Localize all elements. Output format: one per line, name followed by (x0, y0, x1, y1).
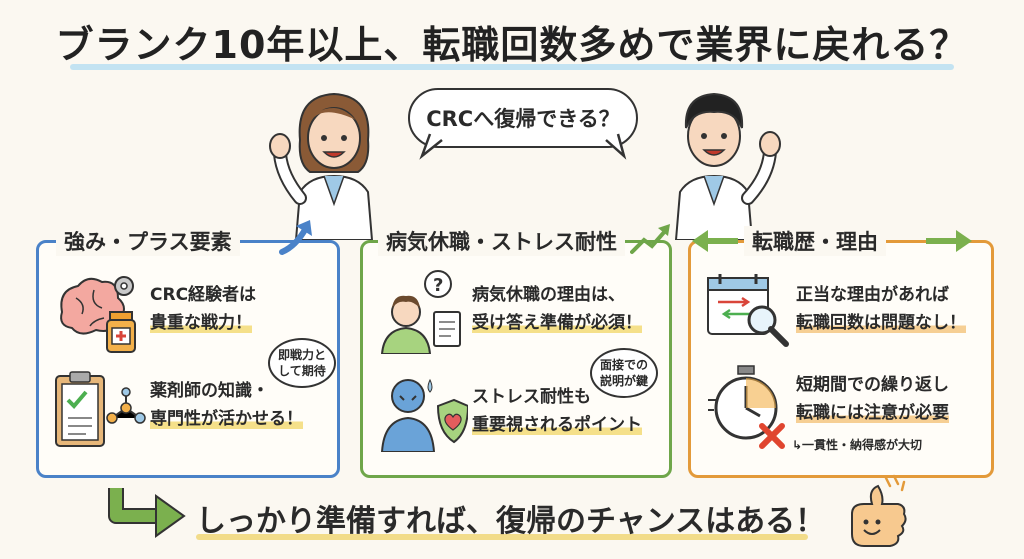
man-pharmacist-icon (674, 92, 781, 240)
calendar-icon (707, 274, 789, 347)
left-arrow-icon (692, 230, 738, 252)
woman-pharmacist-icon (269, 92, 374, 240)
illness-item2-line1: ストレス耐性も (472, 387, 591, 407)
strength-item1-line2: 貴重な戦力！ (150, 310, 252, 337)
career-note: ↳一貫性・納得感が大切 (792, 438, 923, 452)
conclusion-underline (196, 534, 808, 540)
mini-bubble-line1: 即戦力と (277, 348, 326, 362)
strength-item1-line1: CRC経験者は (150, 285, 257, 305)
strength-mini-bubble: 即戦力として期待 (268, 338, 336, 388)
career-item1-line1: 正当な理由があれば (796, 285, 949, 305)
medicine-bottle-icon (106, 311, 136, 353)
strength-item2-line1: 薬剤師の知識・ (150, 381, 269, 401)
illness-item2-line2: 重要視されるポイント (472, 412, 642, 439)
career-title: 転職歴・理由 (744, 226, 886, 256)
worried-person-icon: ? (380, 270, 461, 354)
strengths-title: 強み・プラス要素 (56, 226, 240, 256)
stopwatch-icon (708, 365, 785, 449)
illness-item1-line1: 病気休職の理由は、 (472, 285, 625, 305)
career-item1-line2-text: 転職回数は問題なし！ (796, 313, 966, 333)
career-item2-line2: 転職には注意が必要 (796, 400, 949, 427)
cross-mark-icon (759, 423, 785, 449)
illness-title: 病気休職・ストレス耐性 (378, 226, 625, 256)
mini-bubble-line1: 面接での (599, 358, 648, 372)
page-title: ブランク10年以上、転職回数多めで業界に戻れる？ (55, 23, 969, 67)
notepad-icon (433, 311, 461, 347)
illness-item1-line2-text: 受け答え準備が必須！ (472, 313, 642, 333)
bent-arrow-icon (108, 488, 186, 538)
career-item2-line2-text: 転職には注意が必要 (796, 403, 949, 423)
svg-text:?: ? (433, 275, 443, 296)
career-item2-line1: 短期間での繰り返し (796, 375, 949, 395)
clipboard-check-icon (55, 371, 146, 447)
up-arrow-icon (279, 220, 312, 255)
magnifier-icon (747, 305, 789, 347)
illness-item1-line2: 受け答え準備が必須！ (472, 310, 642, 337)
mini-bubble-line2: 説明が鍵 (599, 374, 648, 388)
speech-bubble: CRCへ復帰できる？ (408, 88, 638, 148)
right-arrow-icon (926, 230, 972, 252)
stressed-person-icon (380, 378, 468, 452)
illness-item2-line2-text: 重要視されるポイント (472, 415, 642, 435)
career-item1-line2: 転職回数は問題なし！ (796, 310, 966, 337)
illness-mini-bubble: 面接での説明が鍵 (590, 348, 658, 398)
mini-bubble-line2: して期待 (278, 364, 326, 378)
strength-item1-line2-text: 貴重な戦力！ (150, 313, 252, 333)
bubble-tail-left (419, 133, 443, 160)
bubble-tail-right (605, 133, 627, 160)
strength-item2-line2-text: 専門性が活かせる！ (150, 409, 303, 429)
trend-up-icon (630, 224, 670, 254)
title-underline (70, 64, 954, 70)
conclusion-text: しっかり準備すれば、復帰のチャンスはある！ (196, 504, 826, 539)
strength-item2-line2: 専門性が活かせる！ (150, 406, 303, 433)
thumbs-up-icon (851, 474, 907, 547)
molecule-icon (106, 387, 146, 424)
heart-shield-icon (436, 398, 468, 444)
